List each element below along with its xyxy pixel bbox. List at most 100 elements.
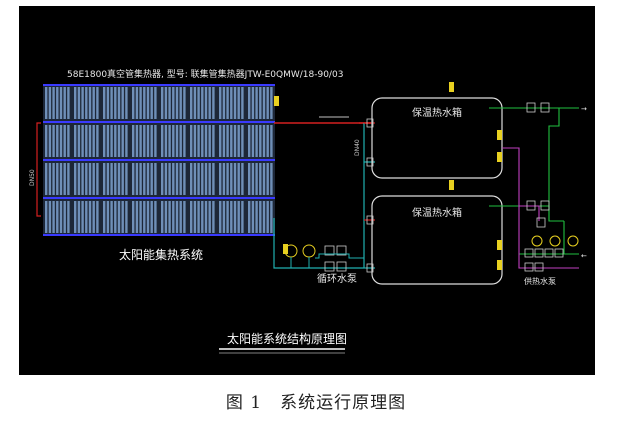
- vacuum-tube: [59, 125, 63, 157]
- figure-number: 图 1: [225, 393, 263, 413]
- vacuum-tube: [59, 87, 63, 119]
- pump-bypass-pipe: [315, 253, 364, 259]
- vacuum-tube: [146, 201, 150, 233]
- vacuum-tube: [56, 125, 59, 157]
- vacuum-tube: [230, 201, 233, 233]
- figure-title: 系统运行原理图: [280, 393, 407, 413]
- vacuum-tube: [270, 163, 273, 195]
- vacuum-tube: [212, 125, 215, 157]
- vacuum-tube: [121, 125, 124, 157]
- vacuum-tube: [175, 201, 179, 233]
- vacuum-tube: [48, 163, 52, 195]
- vacuum-tube: [266, 201, 269, 233]
- vacuum-tube: [92, 163, 95, 195]
- vacuum-tube: [201, 125, 204, 157]
- pressure-gauge-icon: [531, 235, 543, 247]
- valve-icon: [540, 200, 550, 211]
- vacuum-tube: [179, 87, 182, 119]
- vacuum-tube: [106, 201, 110, 233]
- tank-sensor-icon: [449, 180, 454, 190]
- vacuum-tube: [146, 87, 150, 119]
- vacuum-tube: [237, 163, 240, 195]
- vacuum-tube: [241, 125, 244, 157]
- vacuum-tube: [143, 201, 146, 233]
- vacuum-tube: [114, 87, 117, 119]
- vacuum-tube: [48, 201, 52, 233]
- vacuum-tube: [226, 87, 229, 119]
- vacuum-tube: [190, 201, 193, 233]
- vacuum-tube: [63, 125, 66, 157]
- vacuum-tube: [63, 87, 66, 119]
- vacuum-tube: [193, 125, 197, 157]
- diagram-title: 太阳能系统结构原理图: [227, 331, 347, 346]
- vacuum-tube: [143, 163, 146, 195]
- valve-icon: [540, 102, 550, 113]
- vacuum-tube: [266, 125, 269, 157]
- vacuum-tube: [150, 201, 153, 233]
- collector-spec-text: 58E1800真空管集热器, 型号: 联集管集热器JTW-E0QMW/18-90…: [67, 68, 343, 80]
- vacuum-tube: [150, 87, 153, 119]
- vacuum-tube: [85, 87, 88, 119]
- vacuum-tube: [248, 125, 251, 157]
- valve-icon: [366, 118, 374, 128]
- vacuum-tube: [164, 87, 168, 119]
- vacuum-tube: [132, 201, 135, 233]
- vacuum-tube: [241, 201, 244, 233]
- vacuum-tube: [248, 163, 251, 195]
- vacuum-tube: [226, 125, 229, 157]
- valve-icon: [336, 245, 347, 256]
- vacuum-tube: [96, 201, 99, 233]
- vacuum-tube: [251, 201, 255, 233]
- vacuum-tube: [135, 201, 139, 233]
- vacuum-tube: [135, 125, 139, 157]
- vacuum-tube: [135, 163, 139, 195]
- vacuum-tube: [117, 87, 121, 119]
- vacuum-tube: [212, 201, 215, 233]
- valve-icon: [524, 248, 534, 258]
- vacuum-tube: [219, 163, 222, 195]
- valve-icon: [336, 261, 347, 272]
- vacuum-tube: [222, 201, 226, 233]
- supply-pipe-right: [548, 108, 564, 222]
- vacuum-tube: [85, 125, 88, 157]
- vacuum-tube: [161, 201, 164, 233]
- vacuum-tube: [67, 201, 70, 233]
- valve-icon: [366, 215, 374, 225]
- vacuum-tube: [154, 201, 157, 233]
- vacuum-tube: [88, 87, 92, 119]
- vacuum-tube: [74, 163, 77, 195]
- vacuum-tube: [219, 87, 222, 119]
- vacuum-tube: [88, 163, 92, 195]
- vacuum-tube: [212, 163, 215, 195]
- vacuum-tube: [77, 163, 81, 195]
- vacuum-tube: [117, 201, 121, 233]
- vacuum-tube: [259, 163, 262, 195]
- vacuum-tube: [110, 163, 113, 195]
- vacuum-tube: [168, 125, 171, 157]
- vacuum-tube: [259, 201, 262, 233]
- vacuum-tube: [125, 201, 128, 233]
- vacuum-tube: [226, 163, 229, 195]
- vacuum-tube: [52, 201, 55, 233]
- vacuum-tube: [114, 125, 117, 157]
- vacuum-tube: [117, 125, 121, 157]
- vacuum-tube: [77, 125, 81, 157]
- vacuum-tube: [233, 125, 237, 157]
- vacuum-tube: [132, 163, 135, 195]
- vacuum-tube: [259, 125, 262, 157]
- vacuum-tube: [139, 87, 142, 119]
- vacuum-tube: [237, 87, 240, 119]
- vacuum-tube: [172, 87, 175, 119]
- vacuum-tube: [190, 87, 193, 119]
- vacuum-tube: [201, 163, 204, 195]
- vacuum-tube: [110, 201, 113, 233]
- vacuum-tube: [74, 201, 77, 233]
- vacuum-tube: [204, 87, 208, 119]
- vacuum-tube: [135, 87, 139, 119]
- vacuum-tube: [230, 87, 233, 119]
- valve-icon: [524, 262, 534, 272]
- vacuum-tube: [67, 163, 70, 195]
- vacuum-tube: [204, 125, 208, 157]
- valve-icon: [324, 261, 335, 272]
- vacuum-tube: [248, 87, 251, 119]
